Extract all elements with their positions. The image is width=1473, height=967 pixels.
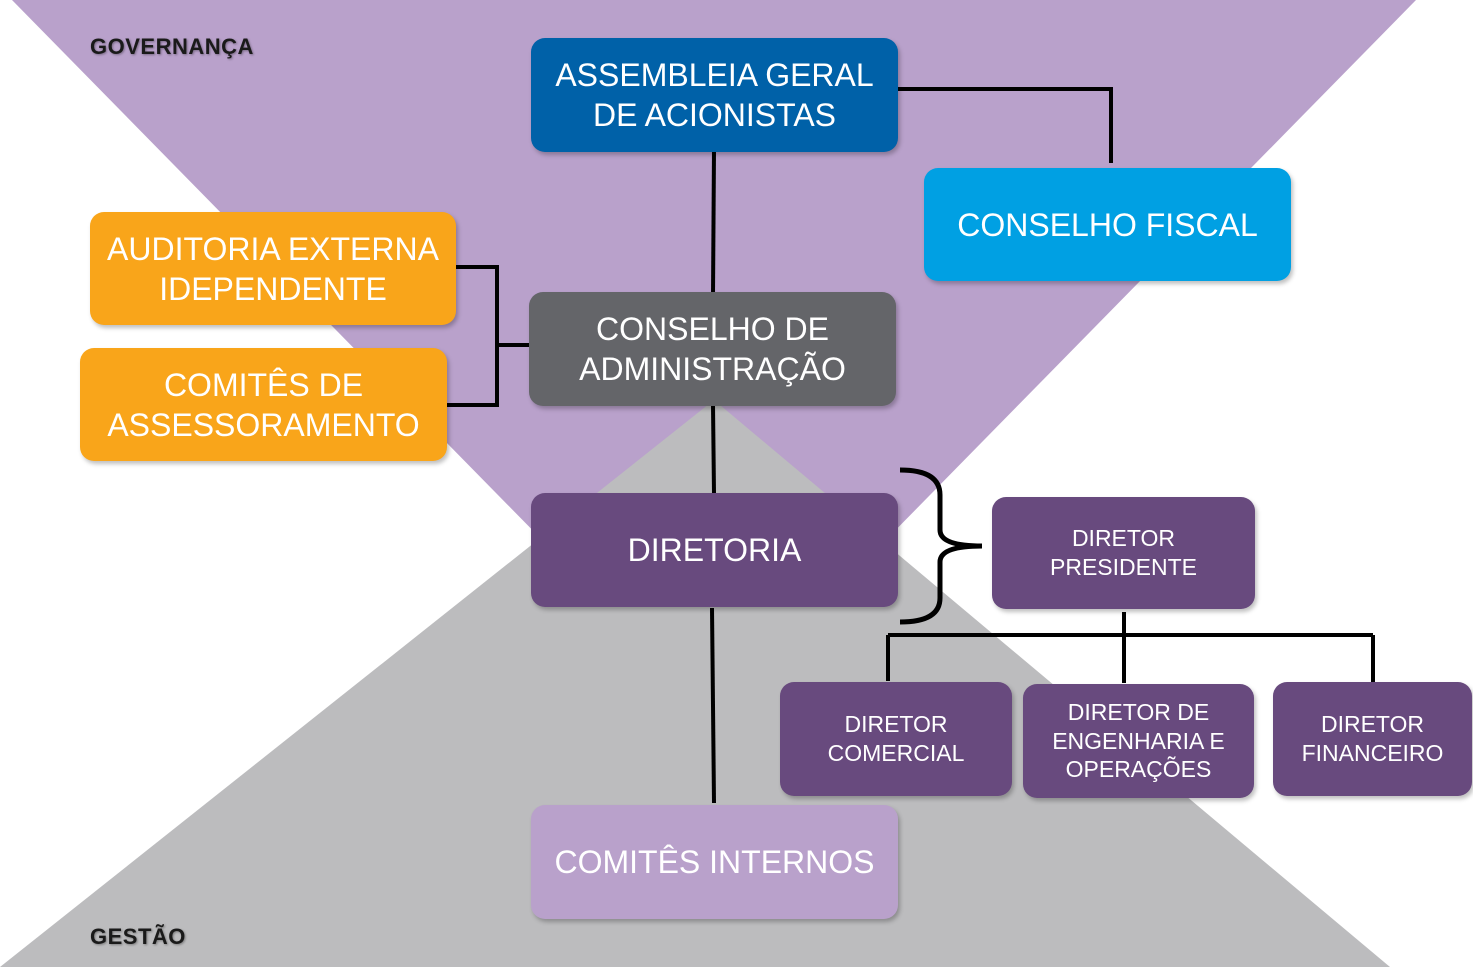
conselho-administracao-text: CONSELHO DE ADMINISTRAÇÃO bbox=[579, 311, 846, 387]
diretor-financeiro-box: DIRETOR FINANCEIRO bbox=[1273, 682, 1472, 796]
auditoria-text: AUDITORIA EXTERNA IDEPENDENTE bbox=[107, 230, 439, 307]
comites-assessoramento-text: COMITÊS DE ASSESSORAMENTO bbox=[107, 366, 420, 443]
comites-internos-box: COMITÊS INTERNOS bbox=[531, 805, 898, 919]
auditoria-box: AUDITORIA EXTERNA IDEPENDENTE bbox=[90, 212, 456, 325]
connector-lines bbox=[446, 87, 1375, 804]
diretoria-text: DIRETORIA bbox=[627, 532, 802, 568]
line-conselho-diretoria bbox=[711, 404, 716, 495]
gestao-triangle bbox=[0, 400, 1390, 967]
conselho-fiscal-box: CONSELHO FISCAL bbox=[924, 168, 1291, 281]
curly-brace bbox=[899, 467, 983, 625]
line-diretoria-comites bbox=[710, 607, 716, 804]
diretoria-box: DIRETORIA bbox=[531, 493, 898, 607]
diretor-engenharia-box: DIRETOR DE ENGENHARIA E OPERAÇÕES bbox=[1023, 684, 1254, 798]
gestao-label: GESTÃO bbox=[90, 924, 186, 949]
diretor-comercial-text: DIRETOR COMERCIAL bbox=[827, 711, 965, 766]
line-assembleia-conselho bbox=[711, 149, 716, 296]
diretor-presidente-box: DIRETOR PRESIDENTE bbox=[992, 497, 1255, 609]
diretor-comercial-box: DIRETOR COMERCIAL bbox=[780, 682, 1012, 796]
assembleia-text: ASSEMBLEIA GERAL DE ACIONISTAS bbox=[555, 57, 874, 133]
assembleia-box: ASSEMBLEIA GERAL DE ACIONISTAS bbox=[531, 38, 898, 152]
governanca-label: GOVERNANÇA bbox=[90, 34, 254, 59]
conselho-fiscal-text: CONSELHO FISCAL bbox=[957, 206, 1258, 243]
conselho-administracao-box: CONSELHO DE ADMINISTRAÇÃO bbox=[529, 292, 896, 406]
line-assembleia-fiscal bbox=[897, 87, 1113, 163]
diretor-financeiro-text: DIRETOR FINANCEIRO bbox=[1301, 711, 1444, 766]
diretor-presidente-text: DIRETOR PRESIDENTE bbox=[1050, 525, 1197, 580]
comites-assessoramento-box: COMITÊS DE ASSESSORAMENTO bbox=[80, 348, 447, 461]
comites-internos-text: COMITÊS INTERNOS bbox=[554, 844, 875, 880]
diretor-engenharia-text: DIRETOR DE ENGENHARIA E OPERAÇÕES bbox=[1052, 698, 1225, 783]
line-auditoria-bracket bbox=[446, 265, 499, 407]
